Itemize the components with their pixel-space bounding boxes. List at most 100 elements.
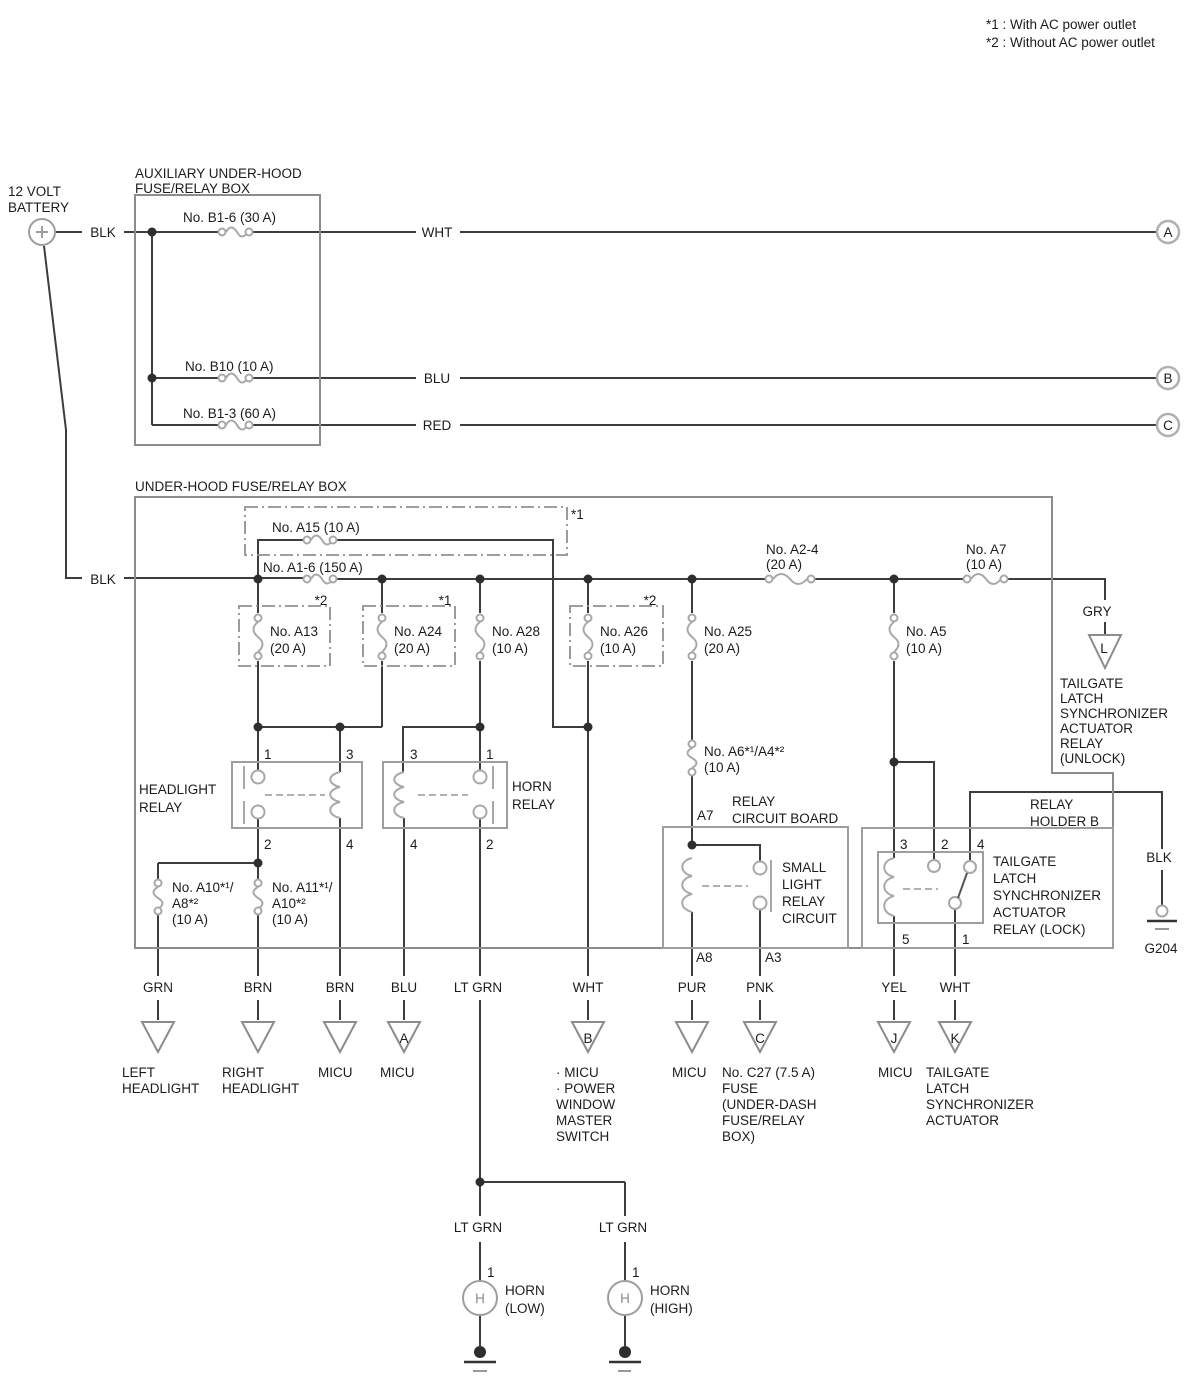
headlight-relay-pin-1: 1: [264, 747, 272, 762]
horn-relay-pin-2: 2: [486, 837, 494, 852]
unlock-relay-label: ACTUATOR: [1060, 721, 1133, 736]
dest-left-headlight: HEADLIGHT: [122, 1081, 199, 1096]
connector-a-circle: [1155, 219, 1181, 245]
dest-micu-power-window: SWITCH: [556, 1129, 609, 1144]
lock-relay-pin-3: 3: [900, 837, 908, 852]
fuse-a28-label: No. A28: [492, 624, 540, 639]
fuse-a25-label: No. A25: [704, 624, 752, 639]
battery-plus-icon: [36, 226, 48, 238]
lock-relay-pin-1: 1: [962, 932, 970, 947]
a24-option-box: [362, 605, 456, 667]
lock-relay-pin-2: 2: [941, 837, 949, 852]
unlock-relay-label: TAILGATE: [1060, 676, 1123, 691]
connector-c-circle: [1155, 412, 1181, 438]
dest-micu: MICU: [878, 1065, 913, 1080]
ground-icon-horn-low: [464, 1346, 496, 1372]
headlight-relay-pin-3: 3: [346, 747, 354, 762]
wire-lines: [43, 231, 1163, 1346]
horn-high-label: HORN: [650, 1283, 690, 1298]
harness-connectors: [140, 219, 1181, 1055]
lock-relay-label: SYNCHRONIZER: [993, 888, 1101, 903]
horn-relay-label: RELAY: [512, 797, 555, 812]
dest-micu: MICU: [380, 1065, 415, 1080]
wire-color-blu: BLU: [424, 371, 450, 386]
dest-tailgate-actuator: TAILGATE: [926, 1065, 989, 1080]
wire-color-blk: BLK: [90, 572, 116, 587]
dest-micu: MICU: [318, 1065, 353, 1080]
connector-a-tri-label: A: [399, 1031, 408, 1046]
fuse-a24-label: No. A24: [394, 624, 443, 639]
connector-j-tri-label: J: [891, 1031, 898, 1046]
dest-micu-power-window: WINDOW: [556, 1097, 615, 1112]
horn-low-label: HORN: [505, 1283, 545, 1298]
battery-wire-color: BLK: [90, 225, 116, 240]
ground-icon-g204: [1147, 904, 1177, 930]
dest-left-headlight: LEFT: [122, 1065, 155, 1080]
fuse-a5-label: No. A5: [906, 624, 947, 639]
dest-tailgate-actuator: SYNCHRONIZER: [926, 1097, 1034, 1112]
horn-low-symbol: H: [475, 1291, 485, 1306]
wire-color-blu: BLU: [391, 980, 417, 995]
labels: *1 : With AC power outlet *2 : Without A…: [8, 17, 1178, 1316]
fuse-a10-a8-label: A8*²: [172, 896, 199, 911]
horn-relay-pin-4: 4: [410, 837, 418, 852]
relay-holder-b-title: RELAY: [1030, 797, 1073, 812]
wire-color-brn: BRN: [326, 980, 355, 995]
fuse-a15-note: *1: [571, 507, 584, 522]
fuse-a11-a10-amps: (10 A): [272, 912, 308, 927]
connector-l-triangle: [1087, 634, 1123, 671]
dest-tailgate-actuator: LATCH: [926, 1081, 969, 1096]
lock-relay-pin-4: 4: [977, 837, 985, 852]
fuse-a13-amps: (20 A): [270, 641, 306, 656]
note-1: *1 : With AC power outlet: [986, 17, 1136, 32]
underhood-box-title: UNDER-HOOD FUSE/RELAY BOX: [135, 479, 347, 494]
dest-right-headlight: RIGHT: [222, 1065, 264, 1080]
wire-color-brn: BRN: [244, 980, 273, 995]
wire-color-wht: WHT: [422, 225, 453, 240]
dest-c27-fuse: No. C27 (7.5 A): [722, 1065, 815, 1080]
a13-option-box: [238, 605, 331, 667]
battery-symbol: [28, 218, 56, 246]
dest-tailgate-actuator: ACTUATOR: [926, 1113, 999, 1128]
dest-c27-fuse: (UNDER-DASH: [722, 1097, 817, 1112]
relay-circuit-board-title: RELAY: [732, 794, 775, 809]
fuse-a15-label: No. A15 (10 A): [272, 520, 360, 535]
horn-high-symbol: H: [620, 1291, 630, 1306]
horn-low-pin-1: 1: [487, 1265, 495, 1280]
wire-color-gry: GRY: [1082, 604, 1111, 619]
horn-relay-pin-1: 1: [486, 747, 494, 762]
connector-b-tri-label: B: [583, 1031, 592, 1046]
underhood-fuse-box-outline: [134, 496, 1114, 949]
fuse-a26-label: No. A26: [600, 624, 648, 639]
ground-name-g204: G204: [1144, 941, 1178, 956]
tailgate-lock-relay-coil: [883, 857, 895, 917]
unlock-relay-label: LATCH: [1060, 691, 1103, 706]
fuse-a10-a8-label: No. A10*¹/: [172, 880, 234, 895]
ground-icon-horn-high: [609, 1346, 641, 1372]
headlight-relay-pin-4: 4: [346, 837, 354, 852]
fuse-a6-a4-label: No. A6*¹/A4*²: [704, 744, 785, 759]
cavity-a8-label: A8: [696, 950, 713, 965]
fuse-a1-6-label: No. A1-6 (150 A): [263, 560, 363, 575]
fuse-a11-a10-label: No. A11*¹/: [272, 880, 333, 895]
headlight-relay-label: HEADLIGHT: [139, 782, 216, 797]
connector-a-label: A: [1163, 225, 1172, 240]
aux-fuse-box-outline: [134, 194, 321, 446]
headlight-relay-box: [231, 761, 363, 829]
dest-micu-power-window: MASTER: [556, 1113, 613, 1128]
dest-c27-fuse: BOX): [722, 1129, 755, 1144]
horn-relay-coil: [393, 771, 405, 819]
connector-c-tri-label: C: [755, 1031, 765, 1046]
lock-relay-switch-blade: [957, 872, 968, 899]
relay-holder-b-title: HOLDER B: [1030, 814, 1099, 829]
connector-b-label: B: [1163, 371, 1172, 386]
fuse-a7-amps: (10 A): [966, 557, 1002, 572]
fuse-a26-note: *2: [644, 593, 657, 608]
connector-k-tri-label: K: [950, 1031, 959, 1046]
wire-color-wht: WHT: [940, 980, 971, 995]
wire-color-lt-grn: LT GRN: [454, 1220, 502, 1235]
dest-c27-fuse: FUSE: [722, 1081, 758, 1096]
lock-relay-label: TAILGATE: [993, 854, 1056, 869]
